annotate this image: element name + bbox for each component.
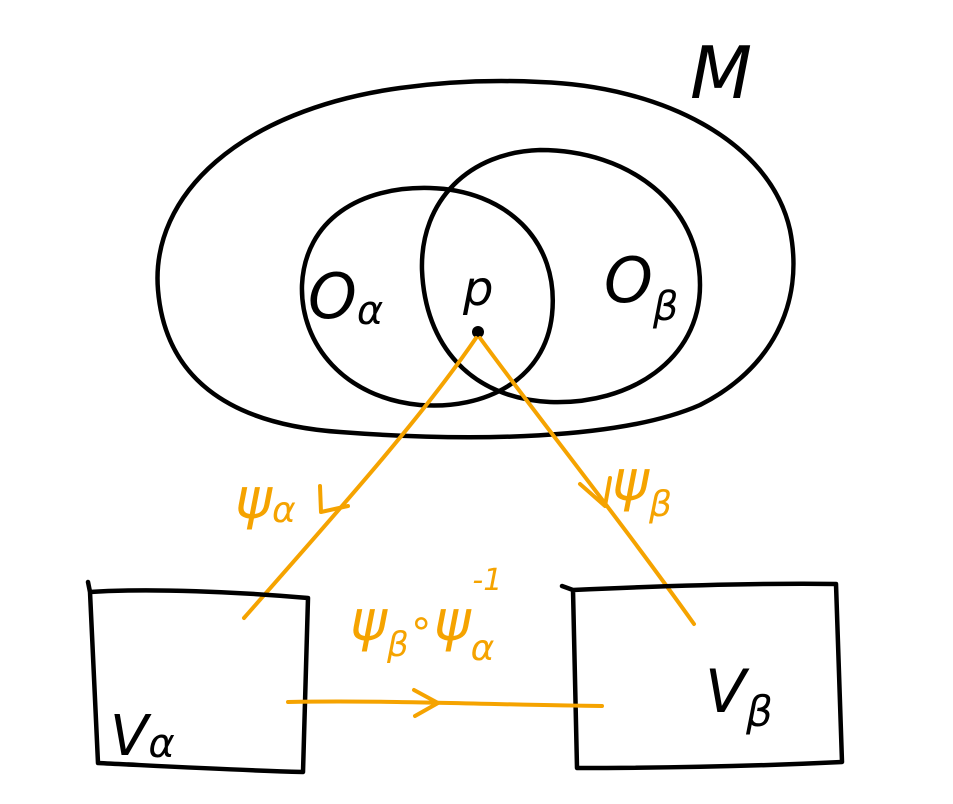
open-set-beta-sub: β — [652, 284, 679, 330]
image-alpha-label: Vα — [110, 704, 175, 769]
map-psi-beta-main: ψ — [612, 449, 650, 514]
map-psi-beta-line — [478, 336, 696, 626]
open-set-alpha-outline — [299, 185, 556, 408]
image-beta-box — [559, 581, 845, 771]
transition-left-main: ψ — [350, 589, 388, 654]
image-beta-label: Vβ — [705, 657, 773, 736]
manifold-outline — [155, 78, 796, 440]
open-set-alpha-sub: α — [357, 288, 383, 334]
transition-map-label: ψβ∘ψα-1 — [350, 563, 502, 669]
transition-arrow-head — [412, 688, 440, 718]
map-psi-alpha-label: ψα — [235, 467, 296, 532]
map-psi-alpha-arrowhead — [318, 484, 350, 514]
map-psi-alpha-main: ψ — [235, 467, 273, 532]
map-psi-beta-arrowhead — [578, 476, 612, 508]
point-p-dot — [472, 326, 484, 338]
image-alpha-box — [85, 579, 311, 775]
image-beta-main: V — [705, 657, 750, 727]
transition-left-sub: β — [386, 625, 409, 665]
map-psi-beta-label: ψβ — [612, 449, 672, 525]
transition-right-sup: -1 — [472, 563, 502, 598]
map-psi-alpha-line — [242, 336, 478, 620]
image-beta-sub: β — [745, 687, 773, 736]
point-p-label: p — [462, 261, 493, 317]
map-psi-beta-sub: β — [648, 484, 672, 525]
open-set-beta-label: Oβ — [604, 244, 678, 330]
transition-right-main: ψ — [434, 589, 472, 654]
map-psi-alpha-sub: α — [272, 490, 296, 531]
image-alpha-sub: α — [148, 721, 174, 767]
open-set-beta-outline — [419, 147, 703, 405]
open-set-beta-main: O — [604, 244, 653, 317]
transition-compose: ∘ — [409, 600, 434, 646]
open-set-alpha-label: Oα — [308, 260, 383, 334]
manifold-label: M — [690, 31, 752, 115]
image-alpha-main: V — [110, 704, 152, 769]
transition-arrow-line — [286, 699, 604, 708]
transition-right-sub: α — [471, 628, 495, 669]
open-set-alpha-main: O — [308, 260, 357, 333]
